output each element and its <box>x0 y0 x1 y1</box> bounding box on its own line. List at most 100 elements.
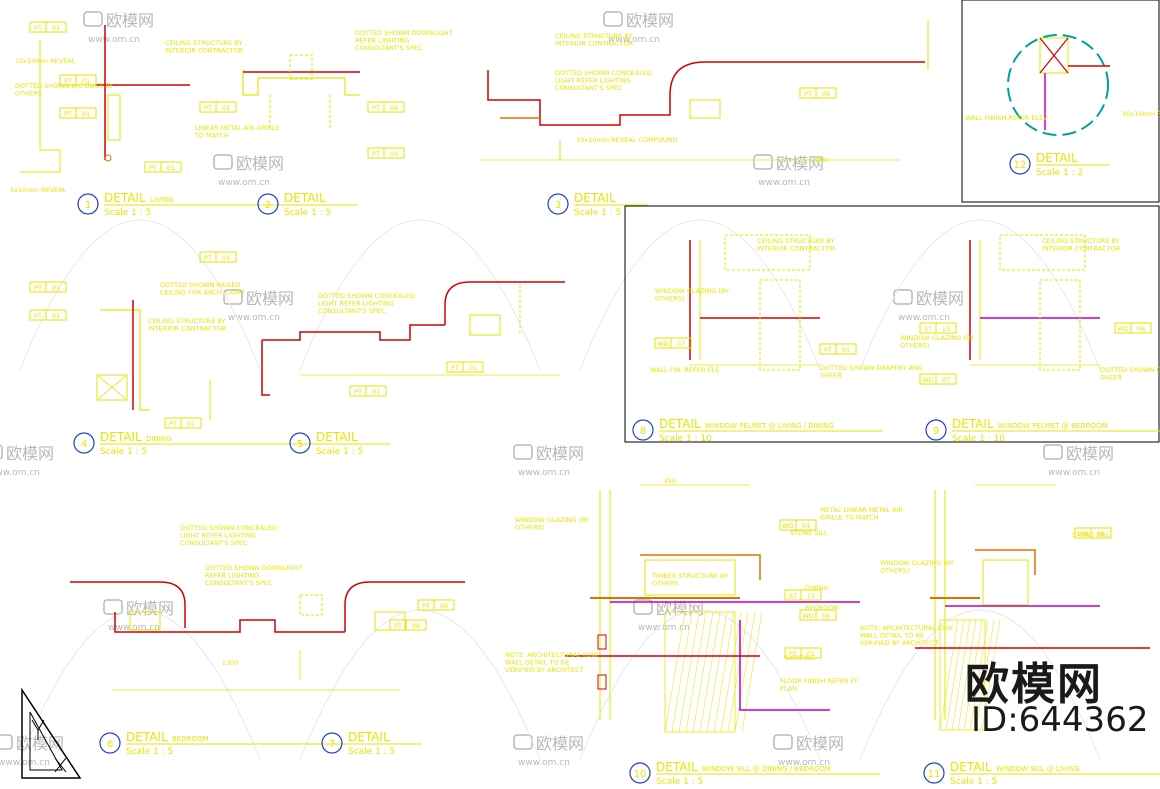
detail-title: DETAIL <box>104 191 146 205</box>
frame-detail-8-9 <box>624 205 1160 443</box>
detail-subtitle: LIVING <box>150 196 173 204</box>
watermark-logo-icon <box>213 154 233 170</box>
detail-title: DETAIL <box>574 191 616 205</box>
tag-right-box <box>935 373 957 385</box>
detail-number-circle <box>289 432 311 454</box>
annotation-note: 5x10mm REVEAL <box>10 186 67 194</box>
watermark-logo-icon <box>0 444 3 460</box>
detail-number: 8 <box>640 426 646 437</box>
watermark-url: www.om.cn <box>518 758 570 768</box>
watermark-url: www.om.cn <box>638 623 690 633</box>
watermark-text: 欧模网 <box>106 11 154 30</box>
line <box>96 374 128 401</box>
watermark-arc <box>299 219 541 371</box>
ceiling-box <box>999 234 1086 271</box>
detail-number-circle <box>321 732 343 754</box>
tag-code: PT <box>34 312 42 320</box>
ceiling-curve <box>159 581 186 628</box>
tag-right-box <box>1130 322 1152 334</box>
line <box>640 554 761 580</box>
watermark-url: www.om.cn <box>0 468 40 478</box>
detail-title: DETAIL <box>952 417 994 431</box>
watermark-layer: 欧模网www.om.cn欧模网www.om.cn欧模网www.om.cn欧模网w… <box>0 11 1114 768</box>
line <box>975 549 1036 575</box>
annotation-note: STONE SILL <box>790 529 828 537</box>
watermark-arc <box>579 219 821 371</box>
line <box>100 309 150 411</box>
pelmet <box>759 279 801 371</box>
watermark-url: www.om.cn <box>108 623 160 633</box>
watermark-url: www.om.cn <box>218 178 270 188</box>
detail-number: 4 <box>81 439 87 450</box>
detail-number: 3 <box>555 200 561 211</box>
tag-right-box <box>462 361 484 373</box>
watermark-arc <box>579 609 821 761</box>
watermark-url: www.om.cn <box>88 35 140 45</box>
tag-code: WD <box>802 612 813 620</box>
tag-code: PT <box>64 110 72 118</box>
watermark-url: www.om.cn <box>1048 468 1100 478</box>
watermark-text: 欧模网 <box>776 154 824 173</box>
tag-number: 01 <box>842 346 850 354</box>
tag-code: WD <box>922 376 933 384</box>
detail-number-circle <box>1009 153 1031 175</box>
watermark-arc <box>859 219 1101 371</box>
watermark-text: 欧模网 <box>536 734 584 753</box>
watermark-text: 欧模网 <box>246 289 294 308</box>
tag-right-box <box>215 101 237 113</box>
dimension-text: 1300 <box>222 659 239 667</box>
detail-scale: Scale 1 : 5 <box>104 208 151 218</box>
detail-subtitle: WINDOW PELMET @ LIVING / DINING <box>705 422 834 430</box>
line <box>739 620 830 711</box>
fixing <box>104 154 112 162</box>
detail-scale: Scale 1 : 5 <box>100 447 147 457</box>
north-triangle <box>21 687 82 779</box>
north-triangle-outline <box>21 687 82 779</box>
watermark-text: 欧模网 <box>916 289 964 308</box>
watermark-arc <box>859 609 1101 761</box>
tag-number: 01 <box>52 24 60 32</box>
detail-12-callout-circle <box>1007 34 1109 136</box>
frame-detail-12 <box>961 0 1160 203</box>
tag-code: PT <box>804 90 812 98</box>
detail-title: DETAIL <box>950 760 992 774</box>
watermark-logo-icon <box>1043 444 1063 460</box>
tag-code: PT <box>372 104 380 112</box>
line <box>706 611 728 733</box>
line <box>678 611 700 733</box>
detail-number-circle <box>547 193 569 215</box>
detail-title: DETAIL <box>659 417 701 431</box>
tag-code: PT <box>34 284 42 292</box>
line <box>242 70 360 96</box>
watermark-text: 欧模网 <box>796 734 844 753</box>
dimension-text: 1000 <box>812 156 829 164</box>
watermark-logo-icon <box>513 444 533 460</box>
tag-right-box <box>45 281 67 293</box>
detail-scale: Scale 1 : 2 <box>1036 168 1083 178</box>
watermark-text: 欧模网 <box>1066 444 1114 463</box>
rect <box>129 611 161 631</box>
